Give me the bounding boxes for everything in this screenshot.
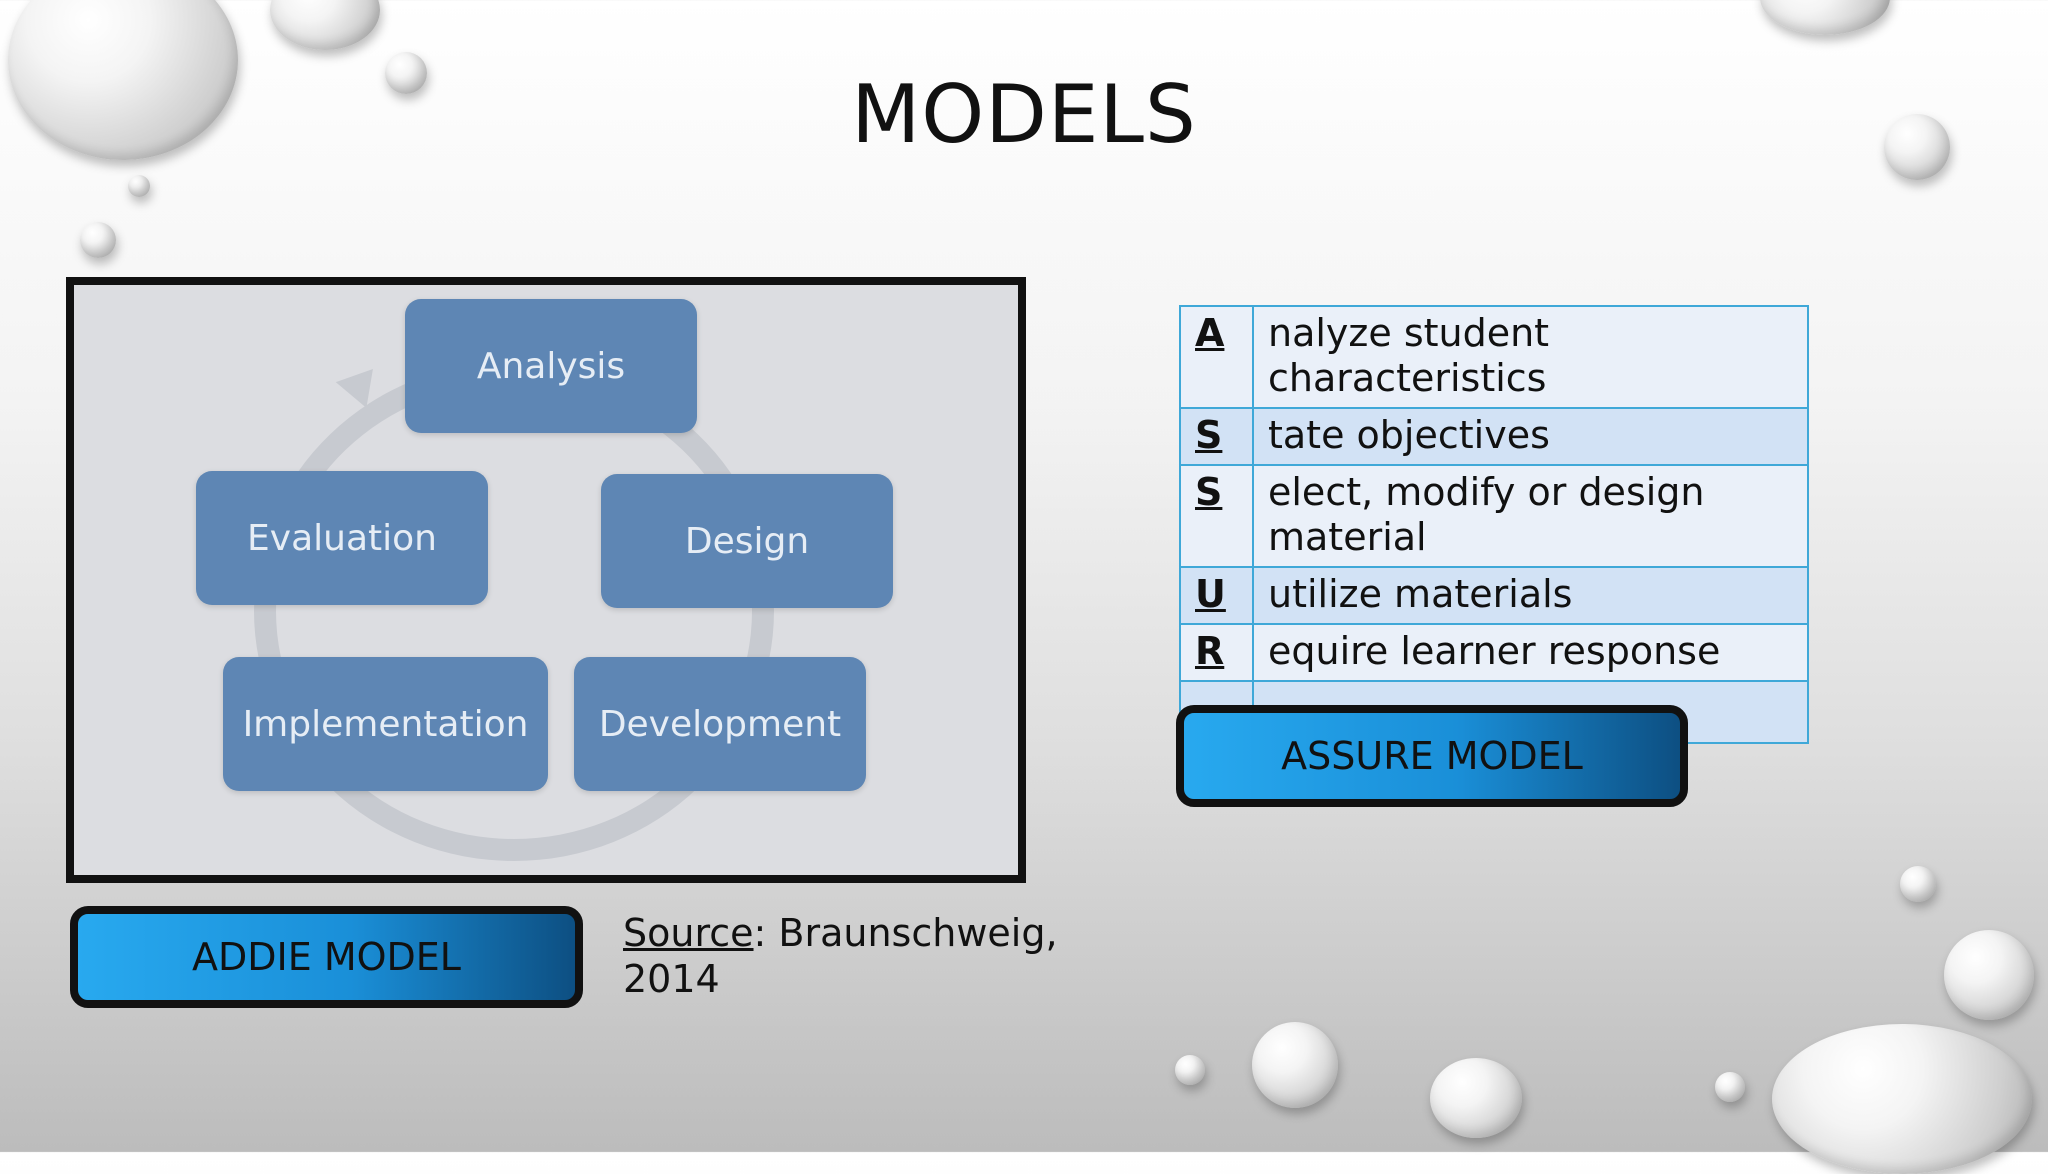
table-row: A nalyze student characteristics <box>1179 305 1809 409</box>
assure-table: A nalyze student characteristics S tate … <box>1179 305 1809 744</box>
addie-model-label: ADDIE MODEL <box>70 906 583 1008</box>
acronym-text: tate objectives <box>1252 407 1809 466</box>
acronym-letter: A <box>1179 305 1254 409</box>
addie-node-evaluation: Evaluation <box>196 471 488 605</box>
water-drop-decoration <box>1900 866 1936 902</box>
acronym-text: elect, modify or design material <box>1252 464 1809 568</box>
acronym-text: utilize materials <box>1252 566 1809 625</box>
acronym-text: equire learner response <box>1252 623 1809 682</box>
water-drop-decoration <box>1944 930 2034 1020</box>
addie-node-development: Development <box>574 657 866 791</box>
water-drop-decoration <box>1772 1024 2032 1174</box>
acronym-text: nalyze student characteristics <box>1252 305 1809 409</box>
water-drop-decoration <box>385 52 427 94</box>
acronym-letter: U <box>1179 566 1254 625</box>
table-row: R equire learner response <box>1179 623 1809 682</box>
water-drop-decoration <box>80 222 116 258</box>
source-citation: Source: Braunschweig, 2014 <box>623 910 1073 1002</box>
water-drop-decoration <box>1175 1055 1205 1085</box>
water-drop-decoration <box>1884 114 1950 180</box>
water-drop-decoration <box>270 0 380 50</box>
assure-model-label: ASSURE MODEL <box>1176 705 1688 807</box>
water-drop-decoration <box>8 0 238 160</box>
addie-diagram: Analysis Evaluation Design Implementatio… <box>66 277 1026 883</box>
water-drop-decoration <box>1715 1072 1745 1102</box>
source-label: Source <box>623 911 754 955</box>
addie-node-design: Design <box>601 474 893 608</box>
table-row: S elect, modify or design material <box>1179 464 1809 568</box>
slide-title: MODELS <box>851 68 1197 161</box>
table-row: U utilize materials <box>1179 566 1809 625</box>
water-drop-decoration <box>128 175 150 197</box>
acronym-letter: R <box>1179 623 1254 682</box>
acronym-letter: S <box>1179 464 1254 568</box>
acronym-letter: S <box>1179 407 1254 466</box>
addie-node-implementation: Implementation <box>223 657 548 791</box>
addie-node-analysis: Analysis <box>405 299 697 433</box>
water-drop-decoration <box>1760 0 1890 35</box>
source-text: : Braunschweig, 2014 <box>623 911 1058 1001</box>
water-drop-decoration <box>1430 1058 1522 1138</box>
water-drop-decoration <box>1252 1022 1338 1108</box>
table-row: S tate objectives <box>1179 407 1809 466</box>
